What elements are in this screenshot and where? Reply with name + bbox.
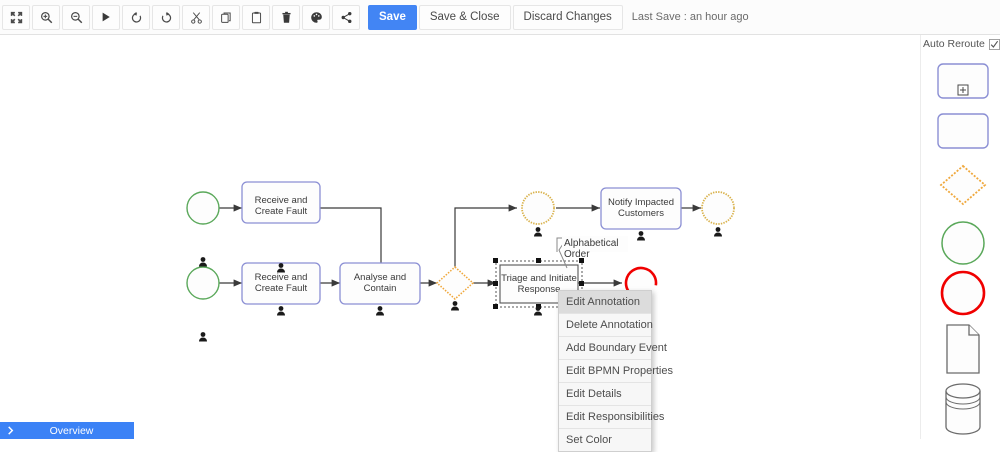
cut-icon <box>190 11 202 24</box>
last-save-status: Last Save : an hour ago <box>631 11 749 23</box>
palette-item-end-event[interactable] <box>937 270 989 316</box>
palette-item-start-event[interactable] <box>937 220 989 266</box>
start-event-1[interactable] <box>186 191 220 225</box>
share-icon <box>341 11 351 23</box>
palette-item-document[interactable] <box>937 323 989 375</box>
palette-button[interactable] <box>302 4 330 30</box>
overview-bar[interactable]: Overview <box>0 422 134 439</box>
play-button[interactable] <box>92 4 120 30</box>
auto-reroute-label: Auto Reroute <box>923 38 985 50</box>
palette-item-subprocess-task[interactable] <box>937 61 989 101</box>
menu-item-edit-details[interactable]: Edit Details <box>559 383 651 406</box>
menu-item-edit-annotation[interactable]: Edit Annotation <box>559 291 651 314</box>
bpmn-diagram <box>186 181 735 342</box>
auto-reroute-toggle[interactable]: Auto Reroute <box>923 38 1000 50</box>
intermediate-event-1[interactable] <box>521 191 555 225</box>
palette-item-task[interactable] <box>937 111 989 151</box>
overview-label: Overview <box>49 424 94 437</box>
context-menu[interactable]: Edit Annotation Delete Annotation Add Bo… <box>558 290 673 452</box>
menu-item-set-color[interactable]: Set Color <box>566 434 612 446</box>
start-event-icon <box>941 221 985 265</box>
document-icon <box>946 324 980 374</box>
redo-icon <box>161 11 171 23</box>
copy-icon <box>220 12 231 23</box>
delete-button[interactable] <box>272 4 300 30</box>
start-event-2[interactable] <box>186 266 220 300</box>
zoom-out-button[interactable] <box>62 4 90 30</box>
subprocess-task-icon <box>937 63 989 99</box>
end-event-icon <box>940 270 986 316</box>
task-icon <box>937 113 989 149</box>
discard-changes-button[interactable]: Discard Changes <box>512 4 623 30</box>
copy-button[interactable] <box>212 4 240 30</box>
save-and-close-button[interactable]: Save & Close <box>418 4 511 30</box>
menu-item-add-boundary-event[interactable]: Add Boundary Event <box>559 337 667 360</box>
flow-task1-task3 <box>320 207 385 272</box>
annotation-box[interactable] <box>562 236 628 252</box>
data-store-icon <box>945 383 981 435</box>
paste-icon <box>251 11 261 23</box>
share-button[interactable] <box>332 4 360 30</box>
fit-screen-button[interactable] <box>2 4 30 30</box>
diagram-canvas[interactable]: Receive and Create Fault Receive and Cre… <box>0 35 920 439</box>
task-receive-create-fault-2[interactable] <box>241 262 321 305</box>
palette-item-data-store[interactable] <box>937 383 989 435</box>
chevron-right-icon <box>8 426 14 435</box>
zoom-in-button[interactable] <box>32 4 60 30</box>
zoom-in-icon <box>40 11 52 23</box>
palette-icon <box>310 11 322 23</box>
gateway-icon <box>939 164 987 206</box>
task-receive-create-fault-1[interactable] <box>241 181 321 224</box>
top-toolbar: Save Save & Close Discard Changes Last S… <box>0 0 1000 35</box>
zoom-out-icon <box>70 11 82 23</box>
play-icon <box>102 12 110 22</box>
role-markers <box>199 227 722 342</box>
undo-icon <box>131 11 141 23</box>
menu-item-delete-annotation[interactable]: Delete Annotation <box>559 314 653 337</box>
paste-button[interactable] <box>242 4 270 30</box>
save-button[interactable]: Save <box>368 4 417 30</box>
undo-button[interactable] <box>122 4 150 30</box>
task-notify-impacted-customers[interactable] <box>600 187 682 230</box>
fit-screen-icon <box>10 11 22 23</box>
annotation-connector <box>558 243 568 269</box>
intermediate-event-2[interactable] <box>701 191 735 225</box>
annotation-bracket <box>556 237 563 252</box>
flow-gateway-event1 <box>454 204 517 283</box>
task-analyse-contain[interactable] <box>339 262 421 305</box>
gateway-exclusive[interactable] <box>435 265 475 301</box>
checkbox-checked-icon[interactable] <box>988 38 1000 50</box>
menu-item-edit-bpmn-properties[interactable]: Edit BPMN Properties <box>559 360 673 383</box>
redo-button[interactable] <box>152 4 180 30</box>
shape-palette: Auto Reroute <box>920 35 1000 439</box>
palette-item-gateway[interactable] <box>937 164 989 206</box>
cut-button[interactable] <box>182 4 210 30</box>
menu-item-edit-responsibilities[interactable]: Edit Responsibilities <box>559 406 664 429</box>
delete-icon <box>281 11 291 23</box>
